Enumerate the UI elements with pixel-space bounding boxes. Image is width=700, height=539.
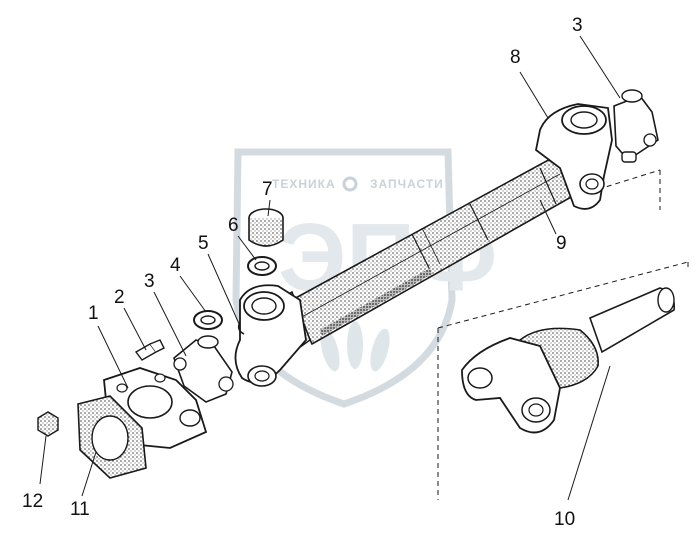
leader-2: [123, 307, 147, 351]
leader-3b: [579, 35, 621, 99]
callout-2: 2: [114, 287, 125, 308]
gasket-ring: [193, 310, 223, 330]
leader-12: [39, 435, 47, 485]
leader-9: [539, 199, 557, 235]
slip-yoke: [461, 287, 676, 434]
part10-boundary: [437, 261, 689, 500]
nut: [37, 411, 59, 437]
leader-6: [237, 235, 257, 261]
leader-lines: [39, 35, 621, 501]
callout-6: 6: [228, 215, 239, 236]
leader-4: [179, 275, 207, 313]
shaft-left-yoke: [234, 284, 307, 387]
leader-5: [207, 253, 241, 327]
callout-5: 5: [198, 233, 209, 254]
leader-10: [567, 365, 611, 501]
flange-gasket: [77, 395, 147, 479]
seal-ring: [247, 256, 277, 276]
callout-4: 4: [170, 255, 181, 276]
callout-7: 7: [262, 179, 273, 200]
watermark-right-text: ЗАПЧАСТИ: [370, 177, 444, 191]
callout-8: 8: [510, 47, 521, 68]
spider-upper: [613, 89, 659, 163]
watermark-gear-icon: [342, 176, 358, 192]
callout-1: 1: [88, 303, 99, 324]
bearing-cap: [248, 208, 284, 247]
callout-10: 10: [554, 509, 576, 530]
watermark-wheat-icon: [320, 321, 390, 372]
bolt: [134, 339, 165, 361]
leader-7: [267, 199, 271, 217]
watermark-left-text: ТЕХНИКА: [272, 177, 336, 191]
callout-11: 11: [70, 499, 90, 520]
spider-lower: [173, 335, 234, 403]
callout-3-lower: 3: [144, 271, 155, 292]
snap-ring: [237, 321, 245, 335]
callout-9: 9: [556, 233, 567, 254]
leader-11: [81, 451, 97, 497]
leader-3a: [153, 291, 187, 357]
leader-8: [519, 71, 549, 119]
callout-3-upper: 3: [572, 15, 583, 36]
shaft-right-yoke: [535, 103, 613, 210]
callout-12: 12: [22, 491, 44, 512]
leader-1: [97, 325, 129, 389]
